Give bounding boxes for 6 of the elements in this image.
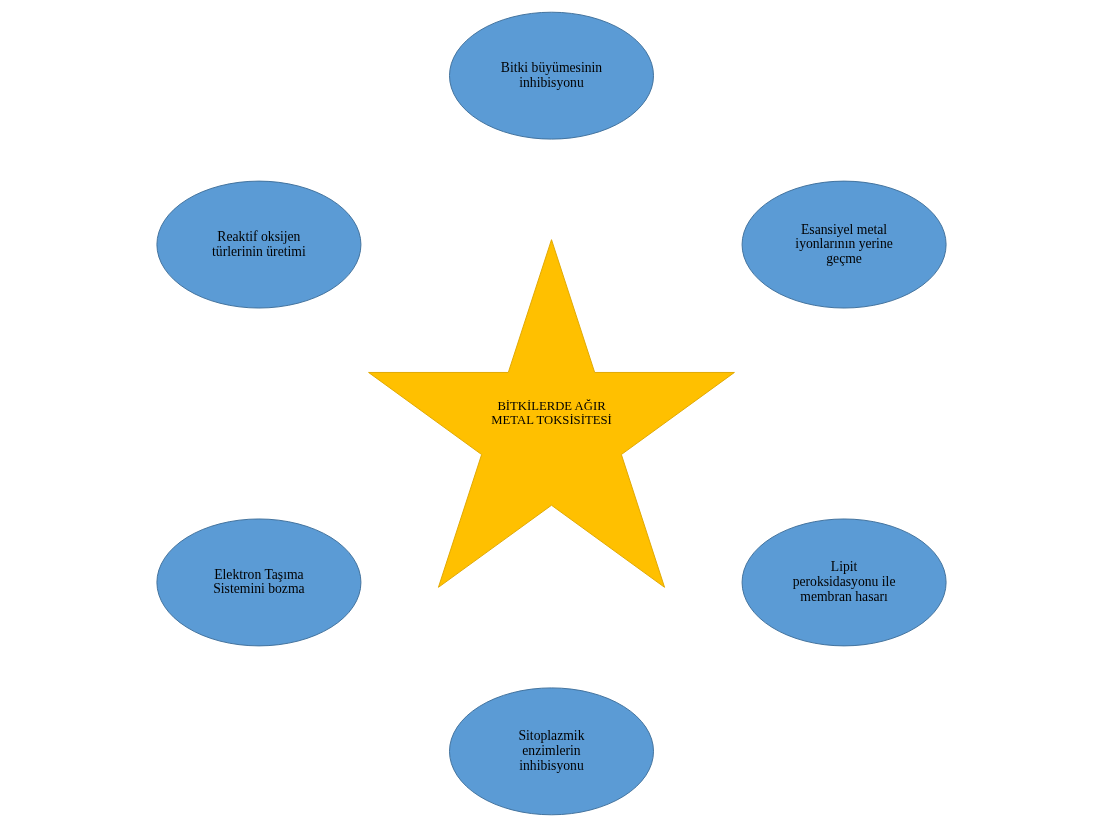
node-ellipse: Sitoplazmik enzimlerin inhibisyonu xyxy=(449,687,654,816)
node-ellipse: Lipit peroksidasyonu ile membran hasarı xyxy=(741,518,947,647)
node-ellipse: Bitki büyümesinin inhibisyonu xyxy=(449,11,654,140)
node-ellipse: Esansiyel metal iyonlarının yerine geçme xyxy=(741,180,947,309)
node-ellipse: Reaktif oksijen türlerinin üretimi xyxy=(156,180,362,309)
node-ellipse: Elektron Taşıma Sistemini bozma xyxy=(156,518,362,647)
